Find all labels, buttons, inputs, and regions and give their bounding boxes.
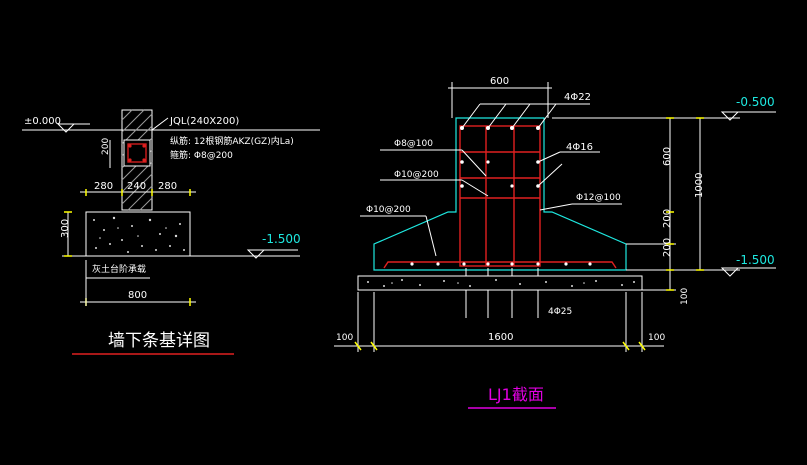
elevation-marker-icon: [720, 267, 776, 277]
dim-footing-width: 800: [128, 290, 147, 301]
rebar-stirrup-3: Φ12@100: [576, 193, 621, 203]
dim-column-width: 600: [490, 76, 509, 87]
elevation-marker-icon: [720, 111, 776, 121]
dim-right-offset: 280: [158, 181, 177, 192]
bedding-pad: [357, 275, 643, 291]
soil-note: 灰土台阶承载: [92, 263, 146, 275]
elevation-marker-icon: [246, 249, 298, 259]
rebar-top-corner: 4Φ22: [564, 92, 591, 103]
left-detail: ±0.000 200 JQL(240X200) 纵筋: 12根钢筋AKZ(GZ)…: [22, 109, 320, 355]
dim-right-extension: 100: [648, 333, 665, 343]
dim-pad: 100: [680, 288, 690, 305]
rebar-bottom: 4Φ25: [548, 307, 572, 317]
rebar-stirrup-1: Φ8@100: [394, 139, 433, 149]
rebar-haunch: Φ10@200: [366, 205, 411, 215]
right-elevation-bottom: -1.500: [736, 253, 775, 267]
dim-left-extension: 100: [336, 333, 353, 343]
dim-column-height: 600: [662, 147, 673, 166]
dim-left-offset: 280: [94, 181, 113, 192]
dim-base: 200: [662, 238, 673, 257]
left-elevation-bottom: -1.500: [262, 232, 301, 246]
rebar-stirrup-2: Φ10@200: [394, 170, 439, 180]
beam-note-1: 纵筋: 12根钢筋AKZ(GZ)内La): [170, 135, 294, 147]
dim-footing-height: 300: [60, 219, 71, 238]
strip-footing: [85, 211, 191, 257]
right-elevation-top: -0.500: [736, 95, 775, 109]
brick-wall: [121, 109, 153, 211]
dim-footing-width: 1600: [488, 332, 513, 343]
beam-note-2: 箍筋: Φ8@200: [170, 149, 233, 161]
beam-label: JQL(240X200): [169, 116, 239, 127]
dim-wall: 240: [127, 181, 146, 192]
dim-beam-height: 200: [101, 138, 111, 155]
right-detail-title: LJ1截面: [488, 385, 544, 404]
rebar-side: 4Φ16: [566, 142, 593, 153]
dim-haunch: 200: [662, 209, 673, 228]
elevation-marker-icon: [56, 123, 90, 133]
dim-total-height: 1000: [694, 173, 705, 198]
right-detail: 600: [334, 76, 776, 409]
left-elevation-top: ±0.000: [24, 116, 61, 127]
left-detail-title: 墙下条基详图: [108, 331, 210, 351]
